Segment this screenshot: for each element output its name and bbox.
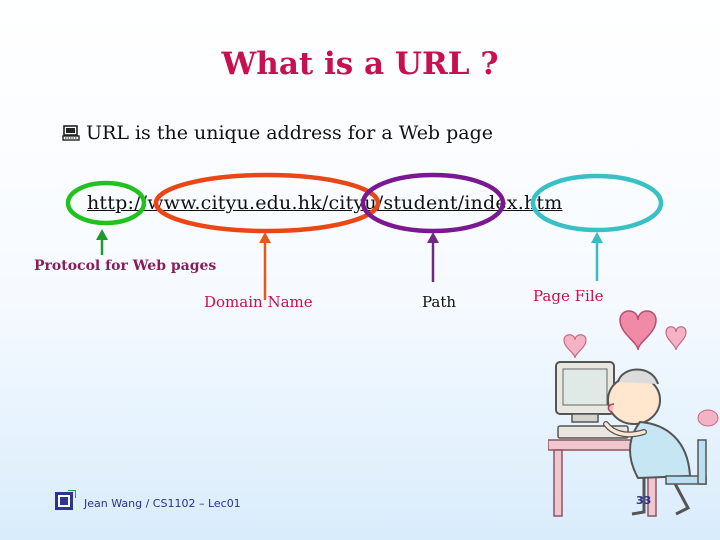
page-file-arrow bbox=[591, 232, 603, 281]
domain-ellipse bbox=[153, 172, 381, 234]
page-number: 33 bbox=[636, 494, 652, 507]
protocol-label: Protocol for Web pages bbox=[34, 258, 217, 274]
heart-icon bbox=[665, 326, 687, 351]
person-figure bbox=[603, 368, 707, 516]
page-file-ellipse bbox=[530, 173, 664, 233]
protocol-ellipse bbox=[65, 180, 147, 226]
bullet-text: URL is the unique address for a Web page bbox=[86, 122, 494, 144]
cityu-logo bbox=[55, 490, 76, 510]
heart-icon bbox=[563, 334, 587, 359]
footer-text: Jean Wang / CS1102 – Lec01 bbox=[84, 497, 241, 510]
heart-icon bbox=[619, 310, 657, 351]
slide-title: What is a URL ? bbox=[221, 46, 499, 82]
path-ellipse bbox=[360, 172, 506, 234]
url-text: http://www.cityu.edu.hk/cityu/student/in… bbox=[87, 192, 563, 214]
monitor-icon bbox=[555, 361, 615, 423]
path-label: Path bbox=[422, 293, 457, 311]
protocol-arrow bbox=[96, 229, 108, 255]
computer-love-clipart bbox=[548, 310, 719, 517]
domain-name-label: Domain Name bbox=[204, 293, 313, 311]
page-file-label: Page File bbox=[533, 287, 604, 305]
computer-icon bbox=[62, 125, 80, 141]
domain-arrow bbox=[259, 232, 271, 300]
path-arrow bbox=[427, 232, 439, 282]
bullet-item: URL is the unique address for a Web page bbox=[62, 122, 493, 144]
